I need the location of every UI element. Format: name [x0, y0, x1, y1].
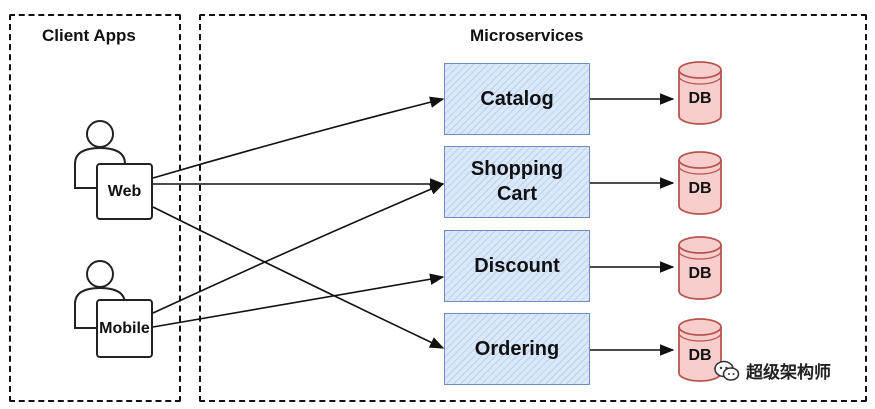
arrow-mobile-discount: [152, 273, 445, 328]
catalog-database: DB: [676, 60, 724, 126]
web-client-label: Web: [107, 182, 142, 200]
database-label: DB: [688, 90, 712, 107]
ordering-service: Ordering: [444, 313, 590, 385]
shopping-cart-database: DB: [676, 150, 724, 216]
watermark: 超级架构师: [714, 358, 831, 383]
database-label: DB: [688, 180, 712, 197]
database-label: DB: [688, 265, 712, 282]
client-apps-group: [9, 14, 181, 402]
database-icon: [678, 151, 722, 215]
shopping-cart-service-label: Shopping Cart: [470, 158, 564, 205]
database-icon: [678, 236, 722, 300]
catalog-service: Catalog: [444, 63, 590, 135]
wechat-icon: [714, 360, 740, 381]
microservices-group: [199, 14, 867, 402]
database-label: DB: [688, 347, 712, 364]
mobile-client-label: Mobile: [99, 319, 150, 337]
discount-service: Discount: [444, 230, 590, 302]
client-apps-title: Client Apps: [42, 26, 136, 45]
web-client: Web: [96, 163, 153, 220]
arrow-web-ordering: [152, 206, 445, 349]
arrow-mobile-cart: [152, 183, 445, 314]
ordering-database: DB: [676, 317, 724, 383]
mobile-client: Mobile: [96, 299, 153, 358]
ordering-service-label: Ordering: [474, 337, 560, 360]
database-icon: [678, 318, 722, 382]
discount-database: DB: [676, 235, 724, 301]
watermark-text: 超级架构师: [746, 363, 831, 382]
microservices-title: Microservices: [470, 26, 584, 45]
shopping-cart-service: Shopping Cart: [444, 146, 590, 218]
discount-service-label: Discount: [474, 254, 560, 277]
arrow-web-catalog: [152, 96, 445, 179]
catalog-service-label: Catalog: [480, 87, 554, 110]
database-icon: [678, 61, 722, 125]
